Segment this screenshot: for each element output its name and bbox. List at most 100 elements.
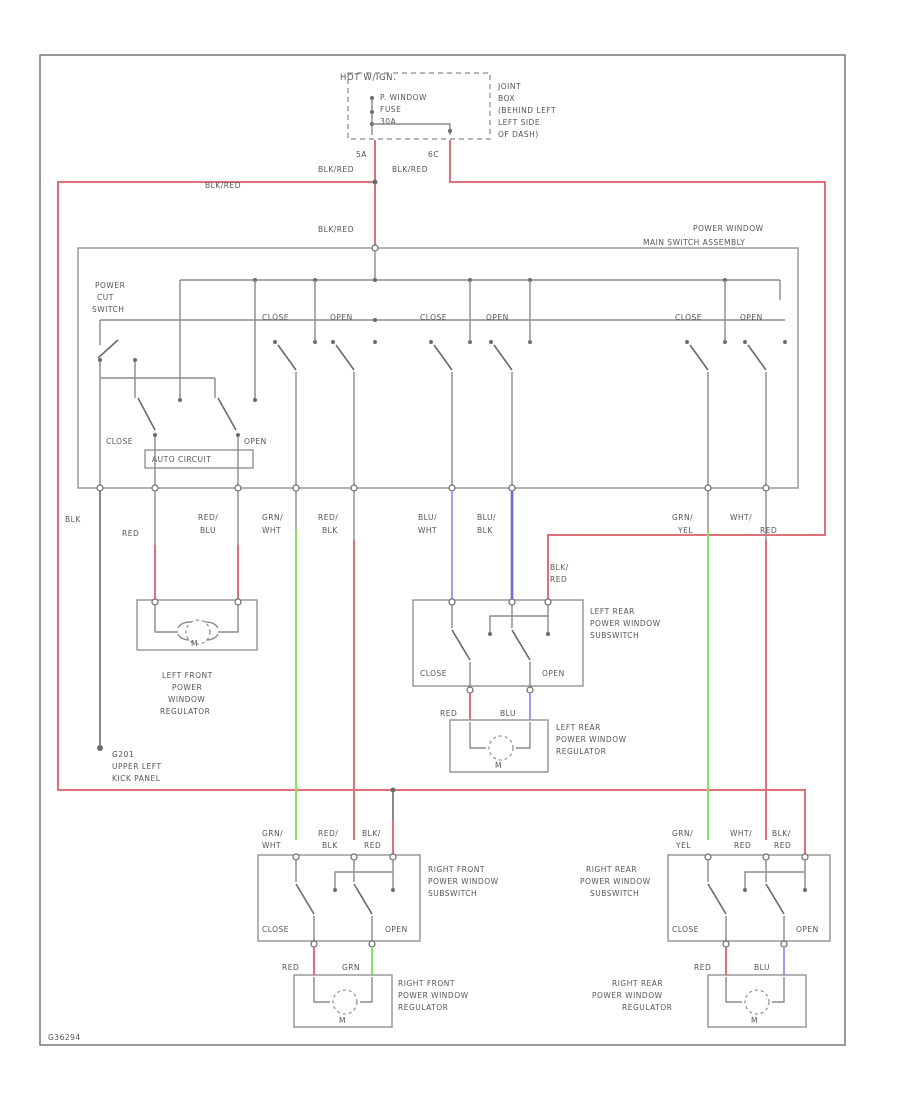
lr-reg-2: POWER WINDOW bbox=[556, 735, 627, 744]
term-5a: 5A bbox=[356, 150, 367, 159]
rf-reg-3: REGULATOR bbox=[398, 1003, 448, 1012]
label-rrs-blk-a: BLK/ bbox=[772, 829, 791, 838]
lr-sub-2: POWER WINDOW bbox=[590, 619, 661, 628]
rf-open: OPEN bbox=[330, 313, 353, 322]
label-lr-red: RED bbox=[440, 709, 457, 718]
lf-reg-4: REGULATOR bbox=[160, 707, 210, 716]
rr-reg-3: REGULATOR bbox=[622, 1003, 672, 1012]
lr-reg-3: REGULATOR bbox=[556, 747, 606, 756]
rr-subswitch: GRN/ YEL WHT/ RED BLK/ RED CLOSE OPEN RI… bbox=[580, 829, 831, 948]
rr-sub-2: POWER WINDOW bbox=[580, 877, 651, 886]
label-lf-red-blu-a: RED/ bbox=[198, 513, 218, 522]
fuse-label: FUSE bbox=[380, 105, 401, 114]
ground-desc-2: KICK PANEL bbox=[112, 774, 161, 783]
rr-reg-1: RIGHT REAR bbox=[612, 979, 663, 988]
label-rf-red-b: BLK bbox=[322, 526, 338, 535]
lr-sub-open: OPEN bbox=[542, 669, 565, 678]
joint-box: HOT W/IGN. P. WINDOW FUSE 30A JOINT BOX … bbox=[340, 72, 556, 140]
label-lf-red: RED bbox=[122, 529, 139, 538]
lr-motor: M bbox=[495, 761, 502, 770]
switch-pair-lr: CLOSE OPEN bbox=[420, 280, 532, 485]
rr-sub-1: RIGHT REAR bbox=[586, 865, 637, 874]
term-6c: 6C bbox=[428, 150, 439, 159]
auto-circuit: AUTO CIRCUIT bbox=[152, 455, 211, 464]
rf-sub-open: OPEN bbox=[385, 925, 408, 934]
power-cut-3: SWITCH bbox=[92, 305, 124, 314]
rf-reg-2: POWER WINDOW bbox=[398, 991, 469, 1000]
label-rrs-wht-a: WHT/ bbox=[730, 829, 752, 838]
power-cut-1: POWER bbox=[95, 281, 125, 290]
rf-reg-1: RIGHT FRONT bbox=[398, 979, 455, 988]
label-rr-wht-b: RED bbox=[760, 526, 777, 535]
label-rr-grn-b: YEL bbox=[677, 526, 693, 535]
label-rfs-blk-a: BLK/ bbox=[362, 829, 381, 838]
master-title-2: MAIN SWITCH ASSEMBLY bbox=[643, 238, 745, 247]
fuse-rating: 30A bbox=[380, 117, 397, 126]
label-rr-wht-a: WHT/ bbox=[730, 513, 752, 522]
fuse-title: HOT W/IGN. bbox=[340, 73, 396, 83]
ground-g201: G201 UPPER LEFT KICK PANEL bbox=[112, 750, 162, 783]
label-rfs-grn-a: GRN/ bbox=[262, 829, 283, 838]
label-rfr-grn: GRN bbox=[342, 963, 360, 972]
rr-open: OPEN bbox=[740, 313, 763, 322]
label-rfs-red-a: RED/ bbox=[318, 829, 338, 838]
label-lr-blu1-a: BLU/ bbox=[418, 513, 437, 522]
label-lf-red-blu-b: BLU bbox=[200, 526, 216, 535]
label-lr-blu: BLU bbox=[500, 709, 516, 718]
label-lr-blu1-b: WHT bbox=[418, 526, 437, 535]
joint-box-desc-1: JOINT bbox=[497, 82, 521, 91]
joint-box-desc-4: LEFT SIDE bbox=[498, 118, 540, 127]
joint-box-desc-2: BOX bbox=[498, 94, 515, 103]
label-blk-red-center: BLK/RED bbox=[318, 225, 354, 234]
lf-open: OPEN bbox=[244, 437, 267, 446]
rr-motor: M bbox=[751, 1016, 758, 1025]
power-cut-2: CUT bbox=[97, 293, 114, 302]
lr-regulator: M LEFT REAR POWER WINDOW REGULATOR bbox=[449, 719, 627, 773]
rf-subswitch: GRN/ WHT RED/ BLK BLK/ RED CLOSE OPEN RI… bbox=[257, 829, 499, 948]
label-lr-feed-a: BLK/ bbox=[550, 563, 569, 572]
label-rfr-red: RED bbox=[282, 963, 299, 972]
rf-sub-2: POWER WINDOW bbox=[428, 877, 499, 886]
fuse-name: P. WINDOW bbox=[380, 93, 427, 102]
switch-pair-rf: CLOSE OPEN bbox=[262, 280, 377, 485]
label-rrs-blk-b: RED bbox=[774, 841, 791, 850]
rf-sub-3: SUBSWITCH bbox=[428, 889, 477, 898]
rf-close: CLOSE bbox=[262, 313, 289, 322]
rr-sub-3: SUBSWITCH bbox=[590, 889, 639, 898]
master-title-1: POWER WINDOW bbox=[693, 224, 764, 233]
lf-reg-2: POWER bbox=[172, 683, 202, 692]
label-rrs-wht-b: RED bbox=[734, 841, 751, 850]
label-lr-blu2-b: BLK bbox=[477, 526, 493, 535]
lr-subswitch: CLOSE OPEN LEFT REAR POWER WINDOW SUBSWI… bbox=[412, 598, 661, 694]
label-rf-red-a: RED/ bbox=[318, 513, 338, 522]
lr-open: OPEN bbox=[486, 313, 509, 322]
label-rrs-grn-a: GRN/ bbox=[672, 829, 693, 838]
label-blk-red-top-right: BLK/RED bbox=[392, 165, 428, 174]
rr-reg-2: POWER WINDOW bbox=[592, 991, 663, 1000]
lf-motor: M bbox=[191, 639, 198, 648]
label-blk-red-left-feed: BLK/RED bbox=[205, 181, 241, 190]
lr-reg-1: LEFT REAR bbox=[556, 723, 601, 732]
ground-id: G201 bbox=[112, 750, 134, 759]
rr-sub-close: CLOSE bbox=[672, 925, 699, 934]
label-rrs-grn-b: YEL bbox=[675, 841, 691, 850]
ground-desc-1: UPPER LEFT bbox=[112, 762, 162, 771]
label-rrr-red: RED bbox=[694, 963, 711, 972]
rr-close: CLOSE bbox=[675, 313, 702, 322]
rf-regulator: M RIGHT FRONT POWER WINDOW REGULATOR bbox=[293, 974, 469, 1028]
lr-sub-3: SUBSWITCH bbox=[590, 631, 639, 640]
lf-reg-3: WINDOW bbox=[168, 695, 205, 704]
label-blk: BLK bbox=[65, 515, 81, 524]
rf-sub-1: RIGHT FRONT bbox=[428, 865, 485, 874]
rf-sub-close: CLOSE bbox=[262, 925, 289, 934]
label-blk-red-top-left: BLK/RED bbox=[318, 165, 354, 174]
diagram-code: G36294 bbox=[48, 1033, 81, 1042]
switch-pair-rr: CLOSE OPEN bbox=[675, 280, 787, 485]
joint-box-desc-3: (BEHIND LEFT bbox=[498, 106, 556, 115]
label-lr-feed-b: RED bbox=[550, 575, 567, 584]
lr-sub-1: LEFT REAR bbox=[590, 607, 635, 616]
rr-sub-open: OPEN bbox=[796, 925, 819, 934]
label-rf-grn-b: WHT bbox=[262, 526, 281, 535]
label-rfs-grn-b: WHT bbox=[262, 841, 281, 850]
